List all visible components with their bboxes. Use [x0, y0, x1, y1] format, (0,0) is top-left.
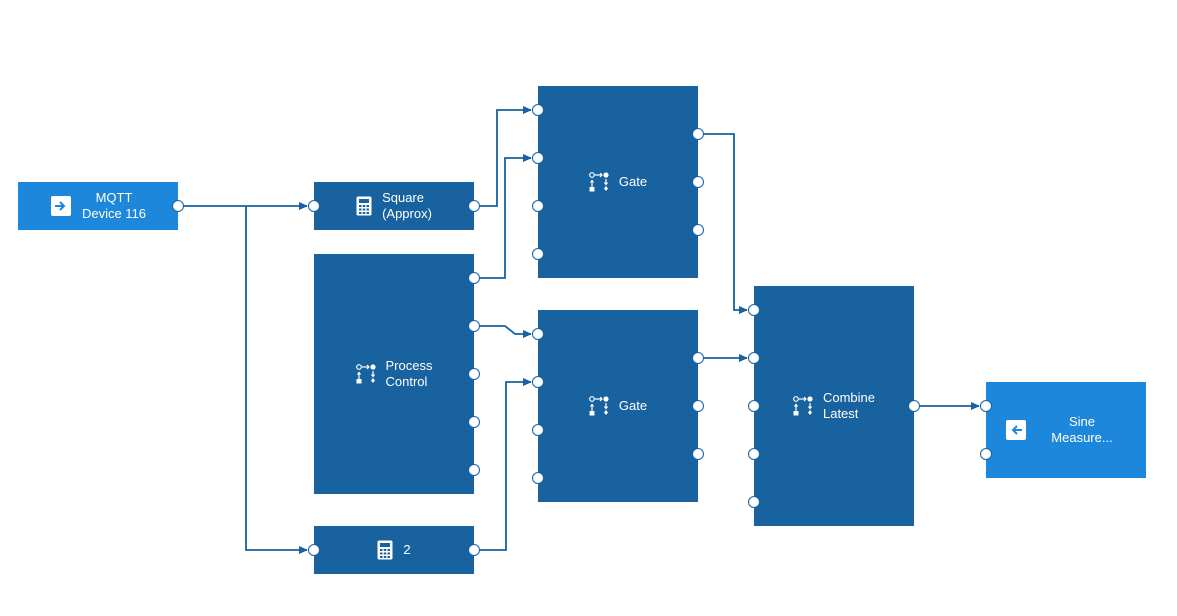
wire-process-gate1 — [474, 154, 532, 279]
gate-node-bottom[interactable]: Gate — [538, 310, 698, 502]
input-port[interactable] — [748, 352, 760, 364]
input-port[interactable] — [308, 200, 320, 212]
calculator-icon — [377, 540, 393, 560]
wire-mqtt-two — [245, 206, 308, 554]
mqtt-device-node[interactable]: MQTT Device 116 — [18, 182, 178, 230]
input-port[interactable] — [308, 544, 320, 556]
gate-label: Gate — [618, 174, 648, 189]
output-port[interactable] — [692, 448, 704, 460]
wire-process-gate2 — [474, 325, 532, 338]
process-control-node[interactable]: Process Control — [314, 254, 474, 494]
output-port[interactable] — [692, 128, 704, 140]
input-port[interactable] — [532, 248, 544, 260]
input-port[interactable] — [532, 200, 544, 212]
input-port[interactable] — [532, 104, 544, 116]
input-port[interactable] — [532, 328, 544, 340]
process-control-label: Process Control — [385, 358, 433, 389]
input-port[interactable] — [532, 152, 544, 164]
input-port[interactable] — [748, 400, 760, 412]
output-port[interactable] — [692, 224, 704, 236]
input-port[interactable] — [748, 448, 760, 460]
output-port[interactable] — [468, 416, 480, 428]
flow-logic-icon — [589, 172, 609, 192]
input-port[interactable] — [980, 448, 992, 460]
output-port[interactable] — [172, 200, 184, 212]
flow-logic-icon — [589, 396, 609, 416]
output-arrow-icon — [1005, 419, 1027, 441]
wire-square-gate1 — [474, 106, 532, 207]
sine-measure-label: Sine Measure... — [1051, 414, 1113, 445]
square-approx-label: Square (Approx) — [382, 190, 432, 221]
constant-two-label: 2 — [403, 542, 411, 557]
wire-gate1-combine — [698, 133, 748, 314]
flow-logic-icon — [355, 364, 376, 384]
constant-two-node[interactable]: 2 — [314, 526, 474, 574]
input-port[interactable] — [748, 496, 760, 508]
calculator-icon — [356, 196, 372, 216]
square-approx-node[interactable]: Square (Approx) — [314, 182, 474, 230]
combine-latest-node[interactable]: Combine Latest — [754, 286, 914, 526]
input-port[interactable] — [748, 304, 760, 316]
output-port[interactable] — [692, 352, 704, 364]
output-port[interactable] — [468, 544, 480, 556]
gate-label: Gate — [618, 398, 648, 413]
output-port[interactable] — [468, 320, 480, 332]
output-port[interactable] — [692, 400, 704, 412]
combine-latest-label: Combine Latest — [822, 390, 876, 421]
output-port[interactable] — [468, 272, 480, 284]
input-port[interactable] — [532, 376, 544, 388]
input-port[interactable] — [532, 424, 544, 436]
sine-measure-node[interactable]: Sine Measure... — [986, 382, 1146, 478]
input-port[interactable] — [532, 472, 544, 484]
wire-two-gate2 — [474, 378, 532, 551]
output-port[interactable] — [468, 200, 480, 212]
gate-node-top[interactable]: Gate — [538, 86, 698, 278]
output-port[interactable] — [468, 368, 480, 380]
input-arrow-icon — [50, 195, 72, 217]
mqtt-device-label: MQTT Device 116 — [81, 190, 147, 221]
flow-logic-icon — [793, 396, 813, 416]
output-port[interactable] — [692, 176, 704, 188]
output-port[interactable] — [468, 464, 480, 476]
output-port[interactable] — [908, 400, 920, 412]
input-port[interactable] — [980, 400, 992, 412]
